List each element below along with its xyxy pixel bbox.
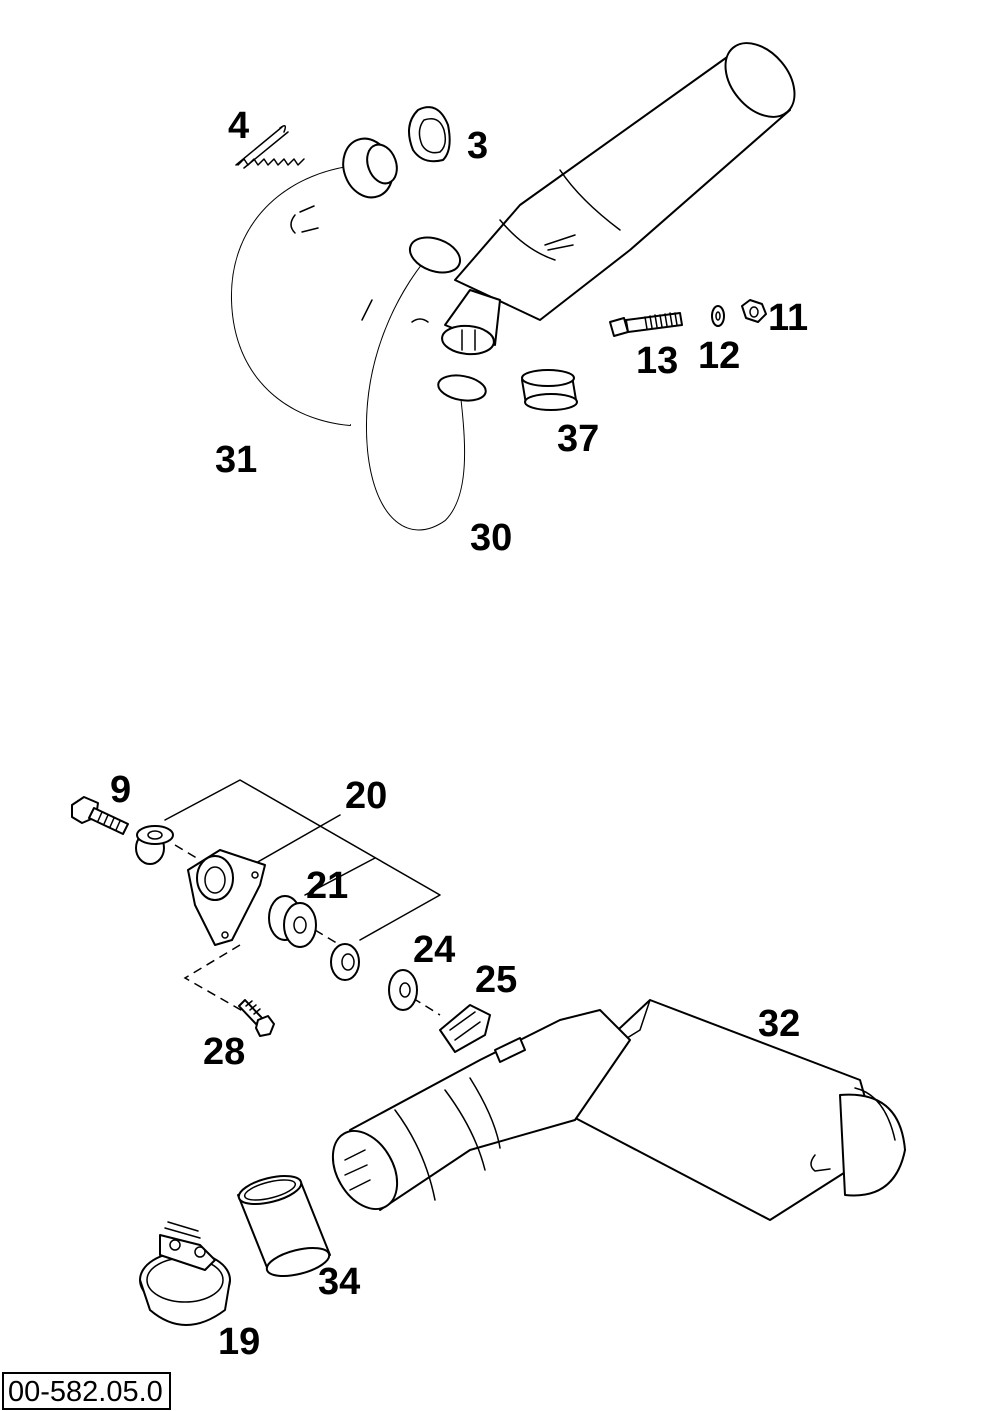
label-4: 4 — [228, 105, 249, 147]
bushing-9 — [135, 825, 174, 865]
label-24: 24 — [413, 929, 455, 971]
silencer-32 — [559, 999, 906, 1221]
silencer-inlet-pipe — [331, 1009, 631, 1211]
drawing-number: 00-582.05.0 — [2, 1372, 171, 1410]
gasket-3 — [408, 106, 451, 163]
washer-24 — [388, 969, 418, 1011]
label-19: 19 — [218, 1321, 260, 1363]
bolt-28 — [238, 999, 275, 1037]
label-20: 20 — [345, 775, 387, 817]
pipe-sleeve — [441, 289, 501, 356]
bolt-13 — [609, 312, 683, 337]
label-21: 21 — [306, 865, 348, 907]
label-3: 3 — [467, 125, 488, 167]
header-pipe-30 — [361, 236, 487, 531]
label-12: 12 — [698, 335, 740, 377]
header-pipe-31-end — [342, 137, 398, 199]
bolt-9 — [71, 796, 129, 835]
nut-11 — [741, 299, 767, 323]
label-32: 32 — [758, 1003, 800, 1045]
label-28: 28 — [203, 1031, 245, 1073]
spacer-washer — [330, 943, 360, 981]
label-25: 25 — [475, 959, 517, 1001]
bracket-20 — [187, 849, 266, 946]
sleeve-34 — [237, 1175, 331, 1277]
callout-labels: 3 4 9 11 12 13 19 20 21 24 25 28 30 31 3… — [110, 105, 808, 1363]
label-13: 13 — [636, 340, 678, 382]
main-pipe — [454, 42, 796, 321]
label-30: 30 — [470, 517, 512, 559]
header-pipe-31 — [230, 164, 366, 426]
label-31: 31 — [215, 439, 257, 481]
label-34: 34 — [318, 1261, 360, 1303]
washer-12 — [711, 305, 725, 327]
label-9: 9 — [110, 769, 131, 811]
grommet-21 — [268, 895, 317, 948]
clamp-19 — [139, 1221, 231, 1326]
sleeve-37 — [521, 369, 578, 411]
label-37: 37 — [557, 418, 599, 460]
clip-25 — [439, 1004, 491, 1053]
label-11: 11 — [768, 297, 808, 339]
spring-4 — [235, 125, 305, 169]
